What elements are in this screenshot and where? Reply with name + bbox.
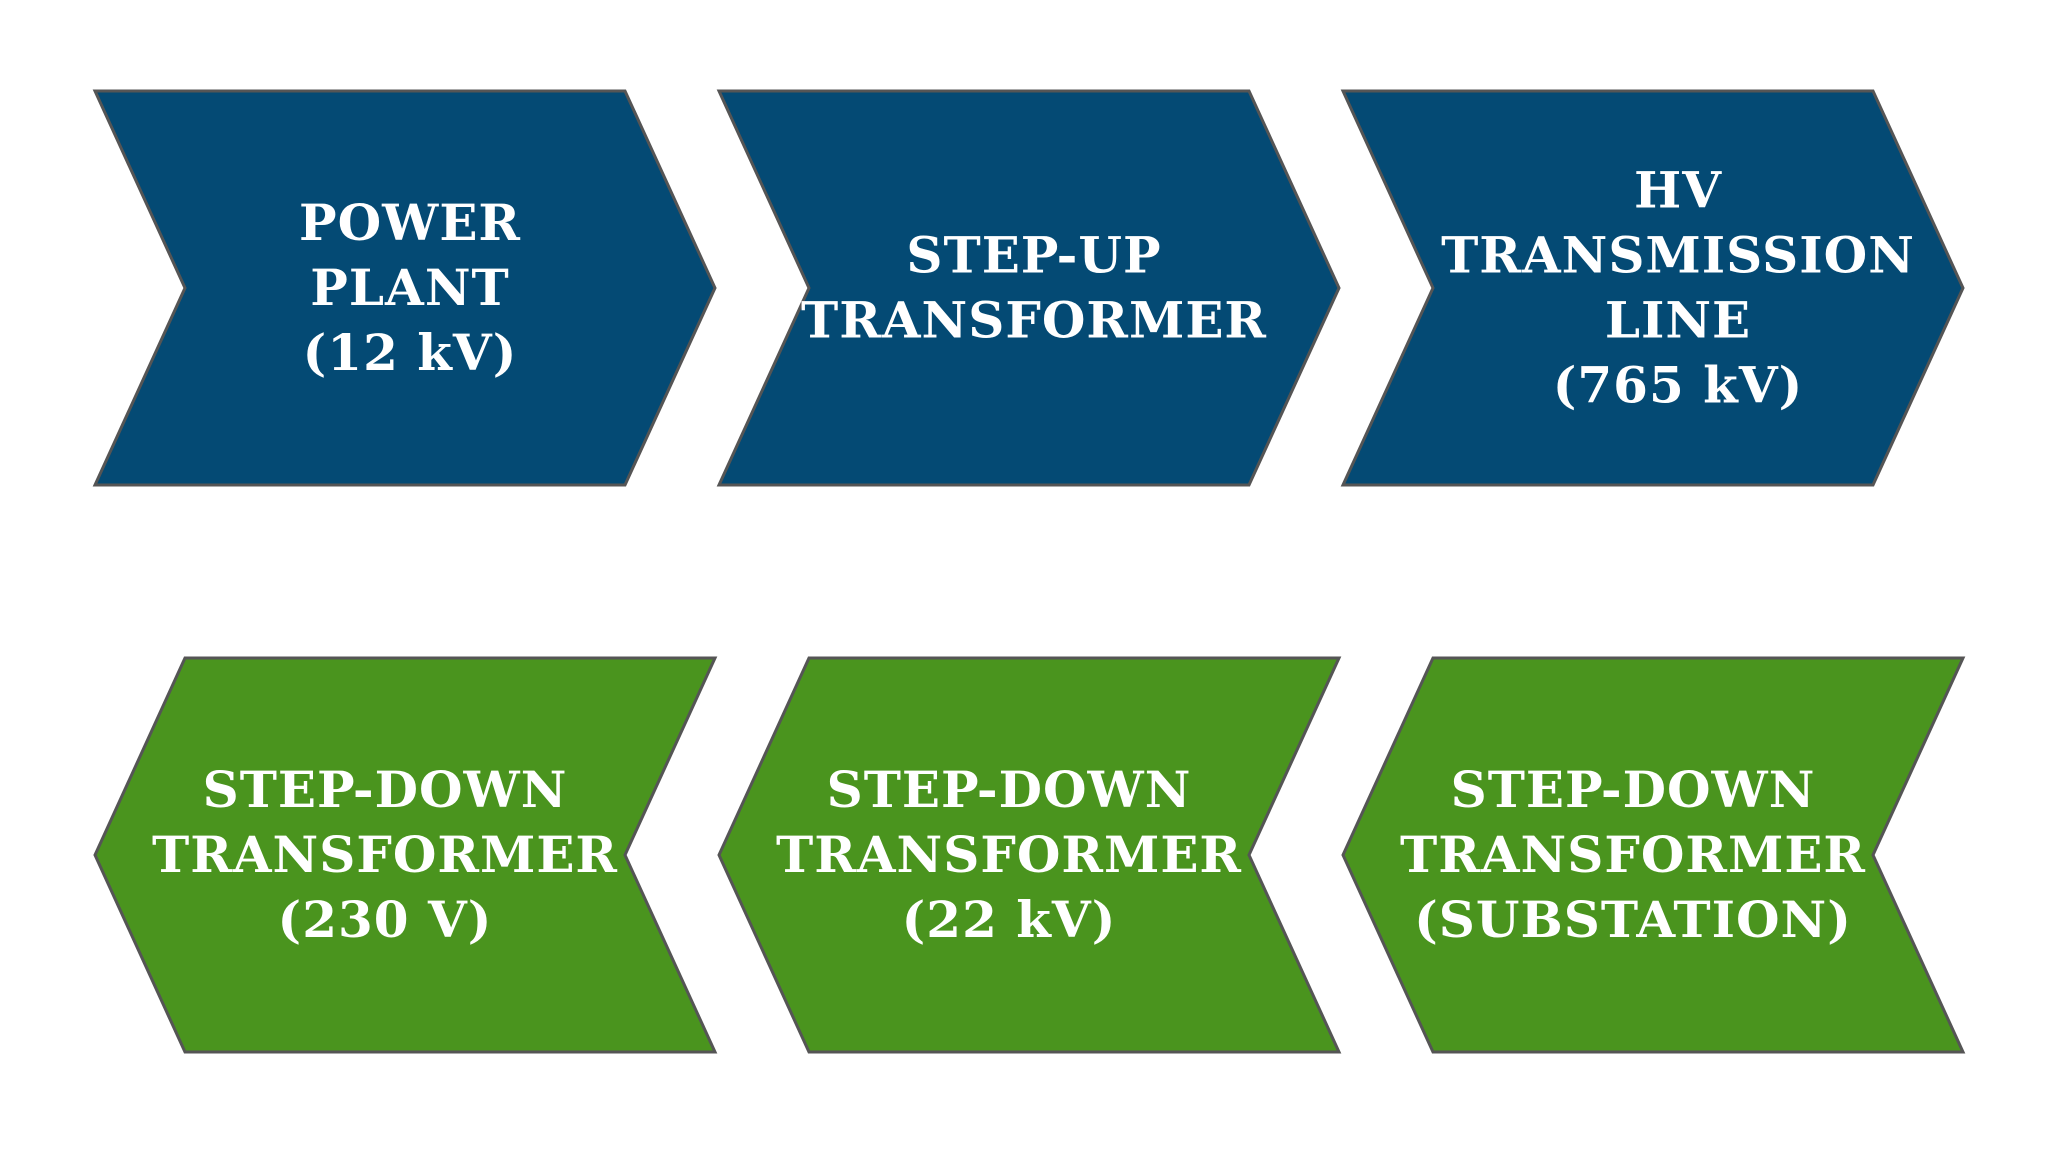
chevron-label-line: STEP-DOWN xyxy=(1451,760,1816,819)
chevron-label-line: (SUBSTATION) xyxy=(1414,890,1852,949)
chevron-label-line: (765 kV) xyxy=(1553,356,1804,415)
chevron-label-line: (12 kV) xyxy=(303,323,518,382)
chevron-hv-transmission-line: HV TRANSMISSION LINE (765 kV) xyxy=(1340,89,1965,487)
chevron-power-plant: POWER PLANT (12 kV) xyxy=(92,89,717,487)
chevron-step-down-230v: STEP-DOWN TRANSFORMER (230 V) xyxy=(93,656,718,1054)
chevron-label-line: (22 kV) xyxy=(902,890,1117,949)
chevron-label-line: POWER xyxy=(299,193,521,252)
chevron-label-line: TRANSFORMER xyxy=(152,825,618,884)
chevron-label-line: STEP-UP xyxy=(906,226,1161,285)
chevron-shape xyxy=(92,89,717,487)
chevron-label-line: LINE xyxy=(1605,291,1751,350)
chevron-label-line: TRANSFORMER xyxy=(1400,825,1866,884)
top-row: POWER PLANT (12 kV) STEP-UP TRANSFORMER HV TRA… xyxy=(92,89,1965,487)
chevron-label-line: PLANT xyxy=(310,258,509,317)
chevron-label-line: TRANSFORMER xyxy=(776,825,1242,884)
chevron-step-down-substation: STEP-DOWN TRANSFORMER (SUBSTATION) xyxy=(1341,656,1966,1054)
chevron-step-down-22kv: STEP-DOWN TRANSFORMER (22 kV) xyxy=(717,656,1342,1054)
chevron-step-up-transformer: STEP-UP TRANSFORMER xyxy=(716,89,1341,487)
chevron-shape xyxy=(1341,656,1966,1054)
chevron-label-line: TRANSMISSION xyxy=(1441,226,1915,285)
chevron-shape xyxy=(93,656,718,1054)
chevron-label-line: STEP-DOWN xyxy=(203,760,568,819)
chevron-label-line: STEP-DOWN xyxy=(827,760,1192,819)
chevron-label-line: (230 V) xyxy=(278,890,493,949)
chevron-shape xyxy=(717,656,1342,1054)
chevron-shape xyxy=(1340,89,1965,487)
bottom-row: STEP-DOWN TRANSFORMER (230 V) STEP-DOWN TRAN… xyxy=(93,656,1966,1054)
chevron-label-line: HV xyxy=(1634,161,1722,220)
chevron-label-line: TRANSFORMER xyxy=(801,291,1267,350)
chevron-shape xyxy=(716,89,1341,487)
